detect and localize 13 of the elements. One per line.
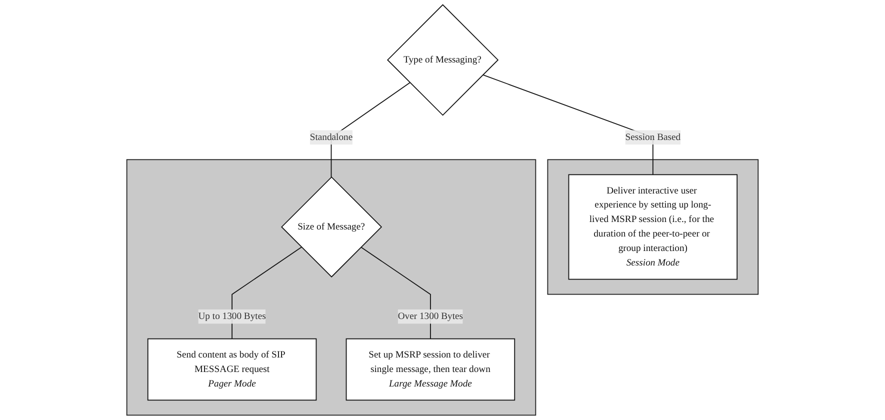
cluster — [547, 159, 759, 295]
edge-label: Standalone — [310, 132, 353, 142]
node-box — [568, 174, 738, 280]
node-diamond — [386, 4, 499, 116]
edge-label: Up to 1300 Bytes — [198, 311, 266, 322]
node-box — [346, 338, 516, 401]
node-box — [147, 338, 317, 401]
node-diamond — [281, 176, 382, 278]
cluster — [126, 159, 536, 416]
edge-label: Session Based — [625, 132, 681, 142]
connector — [232, 246, 302, 340]
edge-label: Over 1300 Bytes — [398, 311, 464, 322]
connector — [360, 246, 431, 340]
